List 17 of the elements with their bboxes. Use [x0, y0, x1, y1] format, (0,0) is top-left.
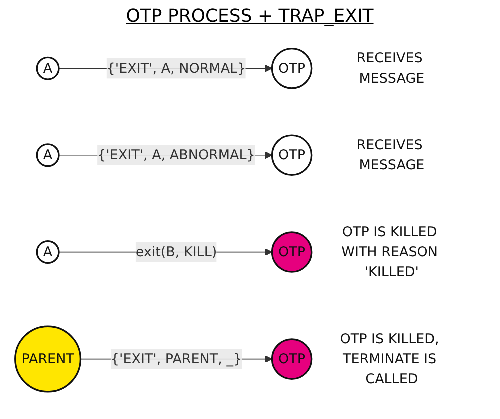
- node-circle: A: [36, 144, 60, 168]
- node-circle: OTP: [271, 232, 313, 273]
- node-label: RECEIVES MESSAGE: [356, 136, 425, 174]
- node-label: OTP IS KILLED WITH REASON 'KILLED': [342, 224, 438, 280]
- node-circle: OTP: [271, 134, 313, 176]
- node-circle: OTP: [271, 338, 313, 380]
- node-circle: A: [36, 240, 60, 264]
- node-label: OTP IS KILLED, TERMINATE IS CALLED: [340, 330, 440, 388]
- edge-label: {'EXIT', A, ABNORMAL}: [98, 146, 256, 163]
- edge-label: exit(B, KILL): [136, 244, 218, 260]
- node-circle: A: [36, 56, 60, 80]
- edge-label: {'EXIT', A, NORMAL}: [106, 60, 246, 76]
- node-circle: OTP: [271, 48, 313, 90]
- node-label: RECEIVES MESSAGE: [356, 50, 425, 86]
- edge-label: {'EXIT', PARENT, _}: [110, 350, 242, 367]
- node-circle: PARENT: [14, 326, 82, 393]
- diagram-title: OTP PROCESS + TRAP_EXIT: [125, 6, 375, 27]
